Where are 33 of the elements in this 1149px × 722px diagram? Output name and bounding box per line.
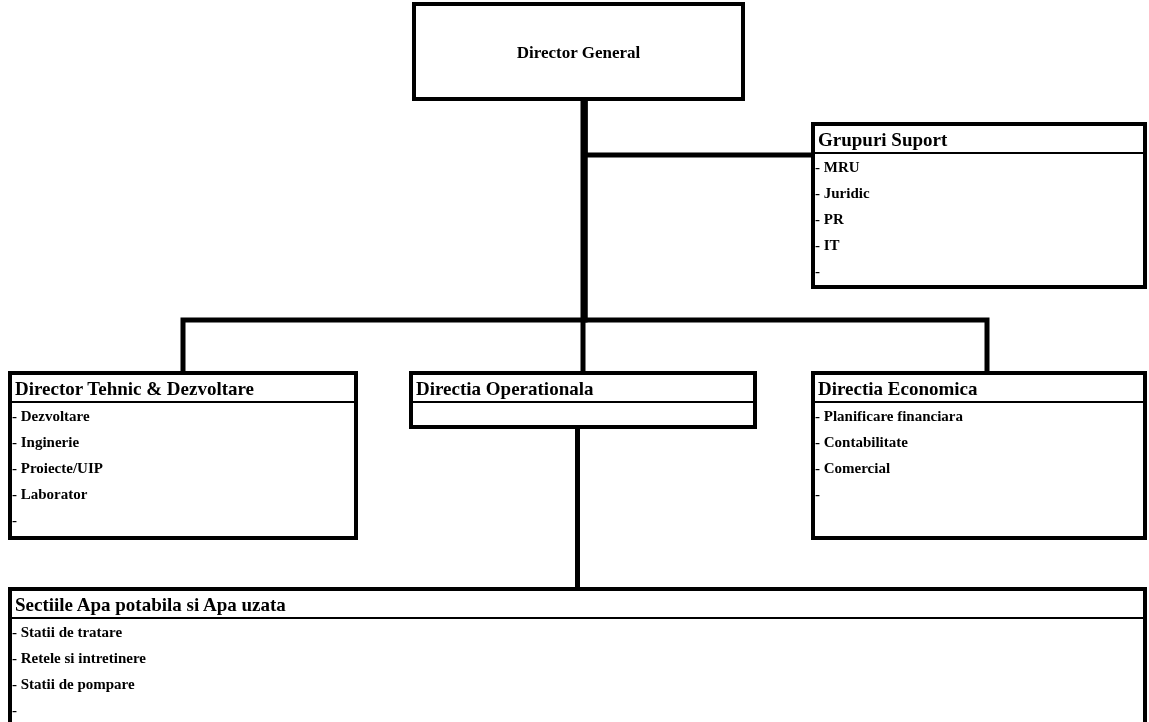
list-item: - (12, 701, 18, 720)
list-item: - Retele si intretinere (12, 649, 147, 668)
list-item: - IT (815, 236, 841, 255)
department-heading: Director Tehnic & Dezvoltare (12, 375, 354, 403)
connector-line (580, 101, 586, 371)
list-item: - Planificare financiara (815, 407, 965, 426)
list-item: - Juridic (815, 184, 871, 203)
connector-line (582, 101, 990, 371)
department-box (8, 587, 1147, 722)
list-item: - Proiecte/UIP (12, 459, 104, 478)
list-item: - Statii de tratare (12, 623, 124, 642)
department-box (811, 371, 1147, 540)
department-box (409, 371, 757, 429)
department-heading: Sectiile Apa potabila si Apa uzata (12, 591, 1143, 619)
list-item: - Statii de pompare (12, 675, 136, 694)
list-item: - Laborator (12, 485, 89, 504)
department-box (811, 122, 1147, 289)
department-heading: Directia Operationala (413, 375, 753, 403)
list-item: - Comercial (815, 459, 892, 478)
list-item: - (815, 262, 821, 281)
title-box (412, 2, 745, 101)
list-item: - (815, 485, 821, 504)
department-heading: Directia Economica (815, 375, 1143, 403)
department-box (8, 371, 358, 540)
list-item: - Inginerie (12, 433, 81, 452)
department-heading: Grupuri Suport (815, 126, 1143, 154)
list-item: - Contabilitate (815, 433, 909, 452)
list-item: - PR (815, 210, 845, 229)
list-item: - (12, 511, 18, 530)
department-heading: Director General (515, 41, 642, 64)
list-item: - MRU (815, 158, 861, 177)
connector-line (575, 429, 580, 587)
list-item: - Dezvoltare (12, 407, 91, 426)
